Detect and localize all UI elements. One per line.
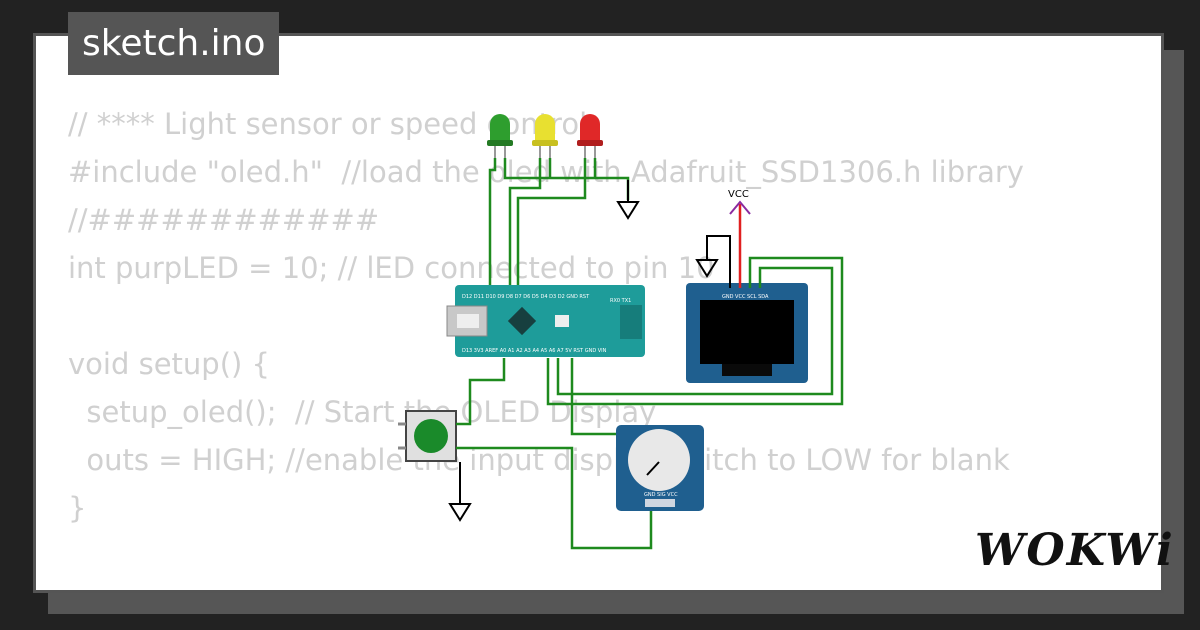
code-line: setup_oled(); // Start the OLED Display xyxy=(68,395,657,429)
code-line: #include "oled.h" //load the oled with A… xyxy=(68,155,1024,189)
code-line: //############ xyxy=(68,203,380,237)
led-green[interactable] xyxy=(487,114,513,158)
oled-wires xyxy=(546,256,844,406)
arduino-nano[interactable]: D12 D11 D10 D9 D8 D7 D6 D5 D4 D3 D2 GND … xyxy=(446,285,645,357)
code-line: void setup() { xyxy=(68,347,270,381)
arduino-rxtx: RX0 TX1 xyxy=(610,298,631,304)
code-preview: // **** Light sensor or speed control#in… xyxy=(68,100,1148,532)
code-line: int purpLED = 10; // lED connected to pi… xyxy=(68,251,715,285)
led-wires xyxy=(488,158,630,290)
arduino-top-pins: D12 D11 D10 D9 D8 D7 D6 D5 D4 D3 D2 GND … xyxy=(462,294,590,300)
pot-wires xyxy=(570,358,616,436)
potentiometer[interactable]: GND SIG VCC xyxy=(616,425,704,511)
vcc-symbol: VCC xyxy=(728,189,751,288)
pushbutton[interactable] xyxy=(398,410,457,462)
button-ground xyxy=(448,462,472,522)
pot-pins: GND SIG VCC xyxy=(644,492,678,498)
code-line: } xyxy=(68,491,87,525)
wokwi-logo: WOKWi xyxy=(975,525,1175,576)
led-red[interactable] xyxy=(577,114,603,158)
code-line: outs = HIGH; //enable the input display … xyxy=(68,443,1010,477)
arduino-bottom-pins: D13 3V3 AREF A0 A1 A2 A3 A4 A5 A6 A7 5V … xyxy=(462,348,607,354)
file-name-tab: sketch.ino xyxy=(68,12,280,75)
led-yellow[interactable] xyxy=(532,114,558,158)
button-wires xyxy=(456,358,653,550)
vcc-label: VCC xyxy=(728,189,749,200)
ground-symbol xyxy=(616,180,640,220)
oled-pins: GND VCC SCL SDA xyxy=(722,294,769,300)
oled-ground xyxy=(695,235,731,288)
oled-display[interactable]: GND VCC SCL SDA xyxy=(686,283,808,383)
